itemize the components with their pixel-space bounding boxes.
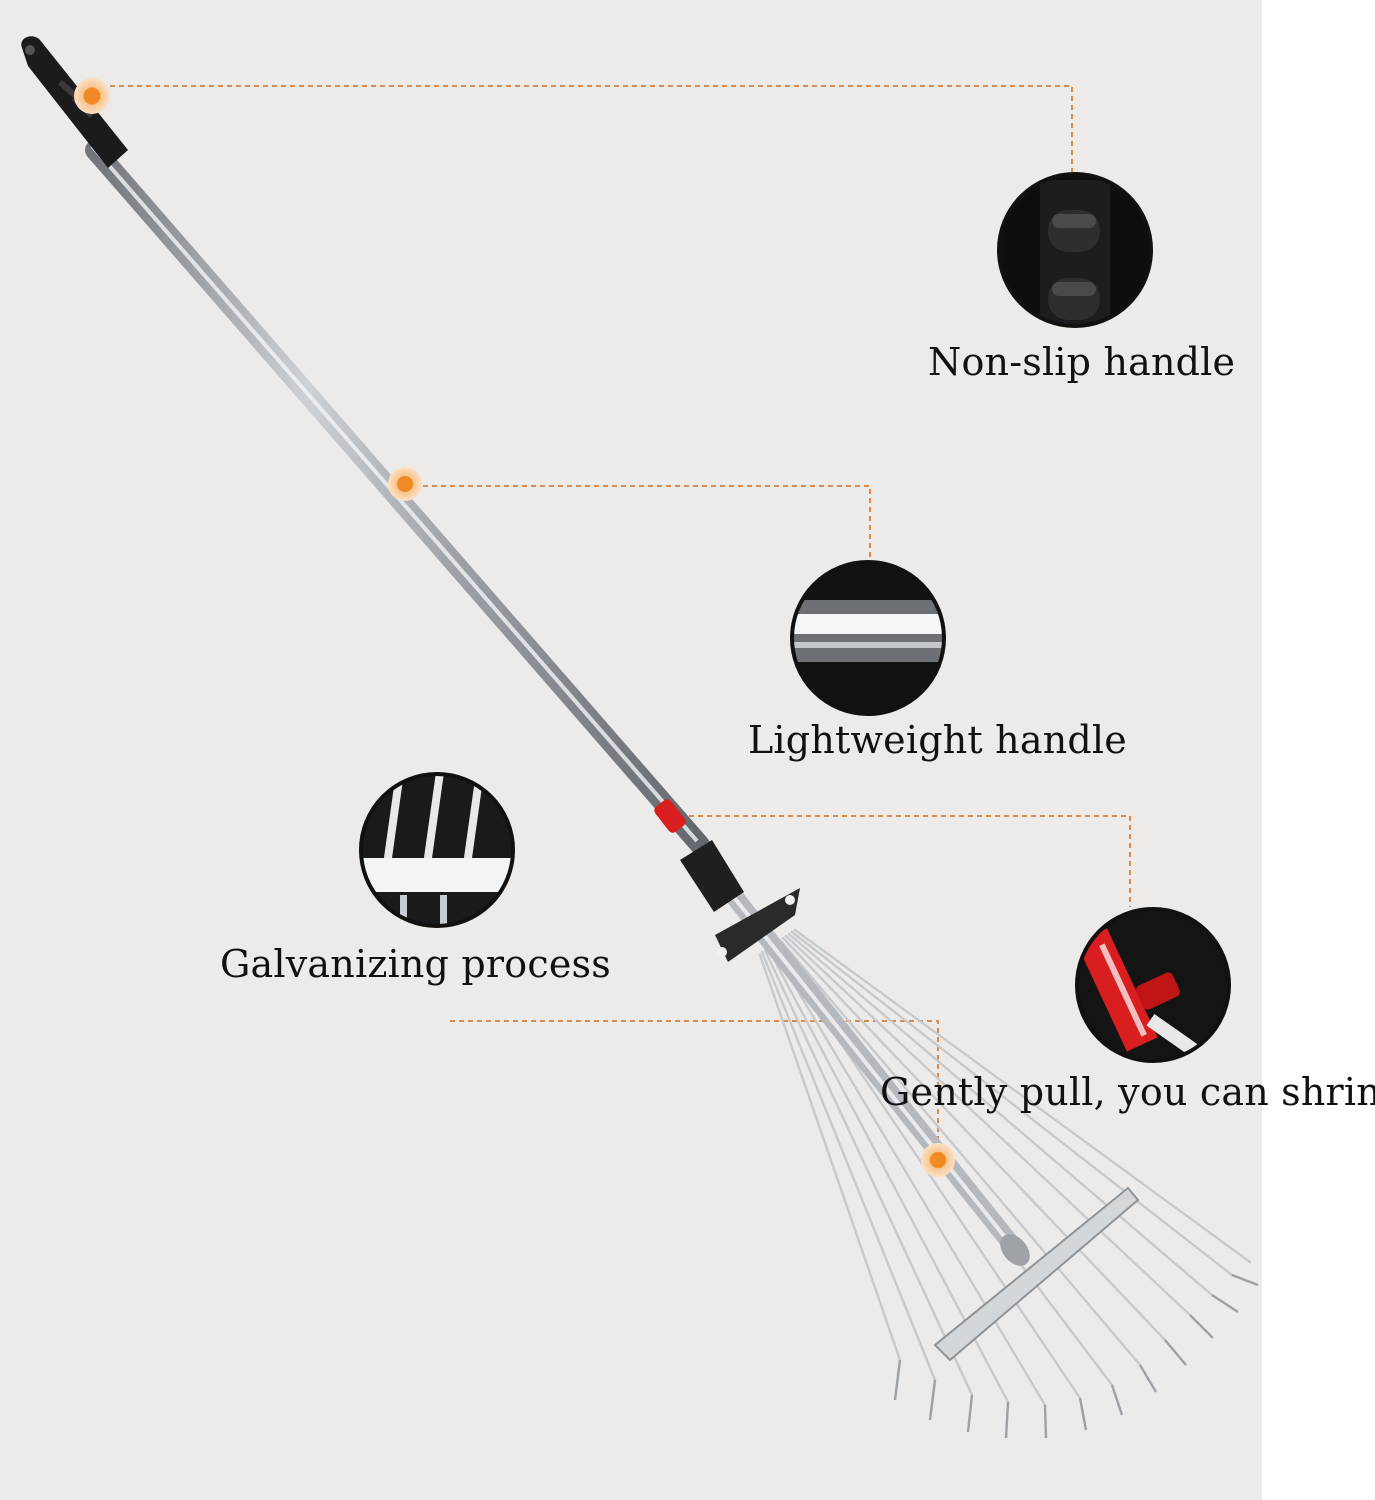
handle-grip-closeup-icon [997, 172, 1153, 328]
red-clip [654, 799, 686, 833]
leader-line-light [405, 485, 871, 560]
marker-dot-light [388, 467, 422, 501]
leader-line-head [450, 1020, 939, 1158]
feature-label-non-slip-handle: Non-slip handle [928, 340, 1236, 384]
rake-crossbar [933, 1186, 1140, 1362]
red-clip-closeup-icon [1075, 907, 1231, 1063]
leader-line-grip [92, 85, 1073, 172]
feature-label-galvanizing-process: Galvanizing process [220, 942, 611, 986]
marker-dot-head [921, 1143, 955, 1177]
metal-tube-closeup-icon [790, 560, 946, 716]
shaft-collar [680, 840, 744, 912]
tines-closeup-icon [359, 772, 515, 928]
leader-line-shrink [680, 815, 1131, 907]
feature-label-gently-pull: Gently pull, you can shrink [880, 1070, 1375, 1114]
shaft-bracket [715, 888, 800, 962]
rake-grip [21, 36, 128, 169]
feature-label-lightweight-handle: Lightweight handle [748, 718, 1127, 762]
rake-tine-hooks [893, 1273, 1259, 1439]
marker-dot-grip [74, 78, 110, 114]
leader-lines [92, 85, 1131, 1158]
